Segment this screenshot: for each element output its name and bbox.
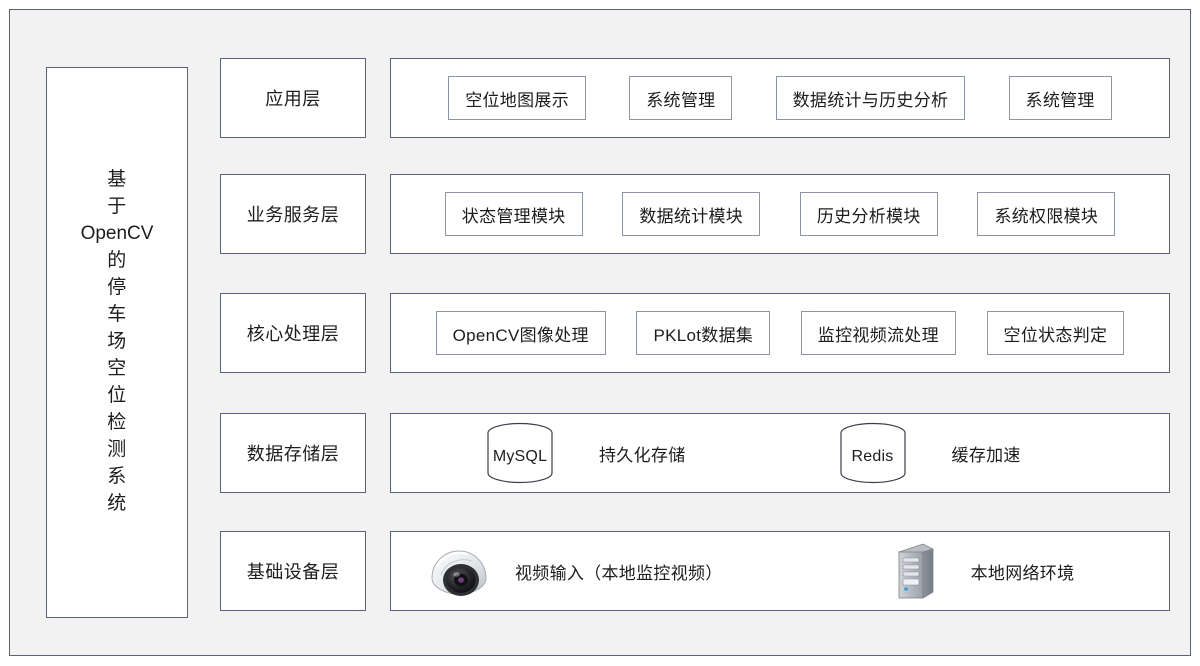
infra-caption-network: 本地网络环境 — [970, 563, 1075, 583]
node-business-1[interactable]: 状态管理模块 — [444, 192, 583, 236]
layer-body-data-storage: MySQL 持久化存储 Redis 缓存加速 — [390, 413, 1170, 493]
database-name-redis: Redis — [851, 448, 894, 465]
node-core-1[interactable]: OpenCV图像处理 — [435, 311, 606, 355]
storage-item-mysql: MySQL 持久化存储 — [483, 422, 686, 484]
title-char: 检 — [107, 411, 127, 433]
node-business-3[interactable]: 历史分析模块 — [799, 192, 938, 236]
server-tower-icon — [883, 539, 947, 603]
architecture-board: 基 于 OpenCV 的 停 车 场 空 位 检 测 系 统 应用层 空位地图展… — [9, 9, 1191, 656]
infra-item-video-input: 视频输入（本地监控视频） — [427, 539, 723, 603]
layer-body-infrastructure: 视频输入（本地监控视频） — [390, 531, 1170, 611]
storage-caption-mysql: 持久化存储 — [599, 445, 686, 465]
node-application-4[interactable]: 系统管理 — [1008, 76, 1112, 120]
storage-caption-redis: 缓存加速 — [951, 445, 1021, 465]
node-core-3[interactable]: 监控视频流处理 — [800, 311, 956, 355]
infra-caption-video-input: 视频输入（本地监控视频） — [515, 563, 723, 583]
database-cylinder-icon: Redis — [836, 422, 910, 484]
title-char: 场 — [107, 331, 127, 353]
node-core-4[interactable]: 空位状态判定 — [986, 311, 1125, 355]
storage-item-redis: Redis 缓存加速 — [836, 422, 1021, 484]
title-char: 位 — [107, 384, 127, 406]
node-application-3[interactable]: 数据统计与历史分析 — [775, 76, 966, 120]
title-char: 于 — [107, 196, 127, 218]
system-title-card: 基 于 OpenCV 的 停 车 场 空 位 检 测 系 统 — [46, 67, 188, 618]
node-core-2[interactable]: PKLot数据集 — [636, 311, 771, 355]
title-char: 基 — [107, 169, 127, 191]
node-application-2[interactable]: 系统管理 — [629, 76, 733, 120]
title-char: 系 — [107, 465, 127, 487]
layer-label-business-service: 业务服务层 — [220, 174, 366, 254]
database-cylinder-icon: MySQL — [483, 422, 557, 484]
title-char: 测 — [107, 438, 127, 460]
title-char: 停 — [107, 277, 127, 299]
layer-label-data-storage: 数据存储层 — [220, 413, 366, 493]
dome-camera-icon — [427, 539, 491, 603]
infra-item-network: 本地网络环境 — [883, 539, 1075, 603]
title-char: 空 — [107, 357, 127, 379]
layer-body-application: 空位地图展示 系统管理 数据统计与历史分析 系统管理 — [390, 58, 1170, 138]
title-char: 车 — [107, 304, 127, 326]
system-title-vertical-text: 基 于 OpenCV 的 停 车 场 空 位 检 测 系 统 — [81, 167, 154, 518]
layer-label-application: 应用层 — [220, 58, 366, 138]
layer-label-core-processing: 核心处理层 — [220, 293, 366, 373]
layer-body-business-service: 状态管理模块 数据统计模块 历史分析模块 系统权限模块 — [390, 174, 1170, 254]
title-char: 统 — [107, 492, 127, 514]
title-char-opencv: OpenCV — [80, 223, 154, 245]
layer-body-core-processing: OpenCV图像处理 PKLot数据集 监控视频流处理 空位状态判定 — [390, 293, 1170, 373]
node-application-1[interactable]: 空位地图展示 — [448, 76, 587, 120]
title-char: 的 — [107, 250, 127, 272]
node-business-2[interactable]: 数据统计模块 — [622, 192, 761, 236]
database-name-mysql: MySQL — [492, 448, 548, 465]
node-business-4[interactable]: 系统权限模块 — [977, 192, 1116, 236]
layer-label-infrastructure: 基础设备层 — [220, 531, 366, 611]
